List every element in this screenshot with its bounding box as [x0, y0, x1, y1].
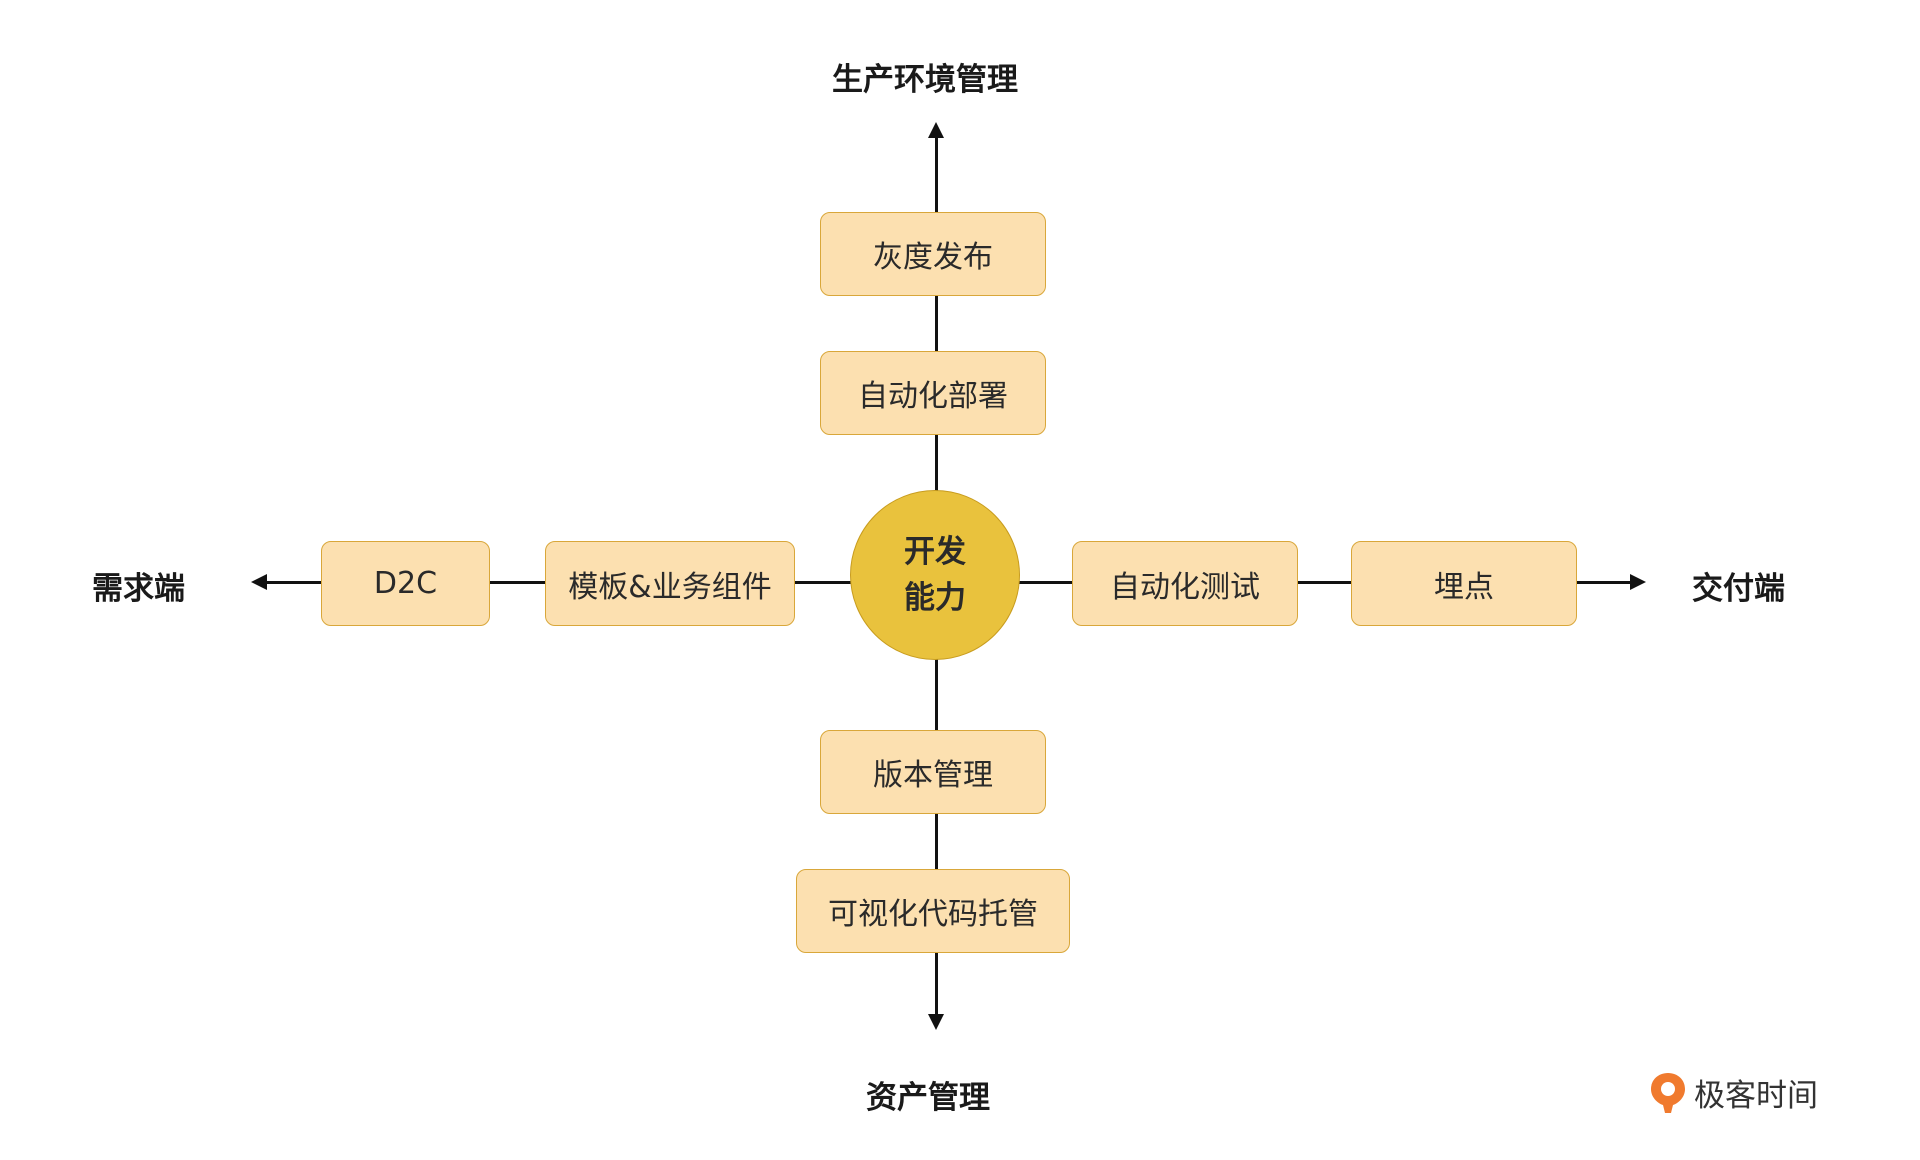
arrow-left-icon — [251, 574, 267, 590]
watermark: 极客时间 — [1648, 1070, 1818, 1115]
node-version-management: 版本管理 — [820, 730, 1046, 814]
end-label-top: 生产环境管理 — [832, 62, 1018, 98]
end-label-right: 交付端 — [1692, 571, 1785, 607]
node-gray-release: 灰度发布 — [820, 212, 1046, 296]
node-template-components: 模板&业务组件 — [545, 541, 795, 626]
end-label-bottom: 资产管理 — [866, 1080, 990, 1116]
arrow-down-icon — [928, 1014, 944, 1030]
end-label-left: 需求端 — [92, 571, 185, 607]
center-label-line1: 开发 — [904, 533, 966, 570]
node-visual-code-hosting: 可视化代码托管 — [796, 869, 1070, 953]
geektime-logo-icon — [1651, 1072, 1685, 1113]
node-auto-deploy: 自动化部署 — [820, 351, 1046, 435]
center-circle: 开发 能力 — [850, 490, 1020, 660]
node-tracking: 埋点 — [1351, 541, 1577, 626]
arrow-up-icon — [928, 122, 944, 138]
watermark-text: 极客时间 — [1694, 1078, 1818, 1114]
node-d2c: D2C — [321, 541, 490, 626]
node-auto-test: 自动化测试 — [1072, 541, 1298, 626]
arrow-right-icon — [1630, 574, 1646, 590]
center-label-line2: 能力 — [904, 580, 966, 616]
